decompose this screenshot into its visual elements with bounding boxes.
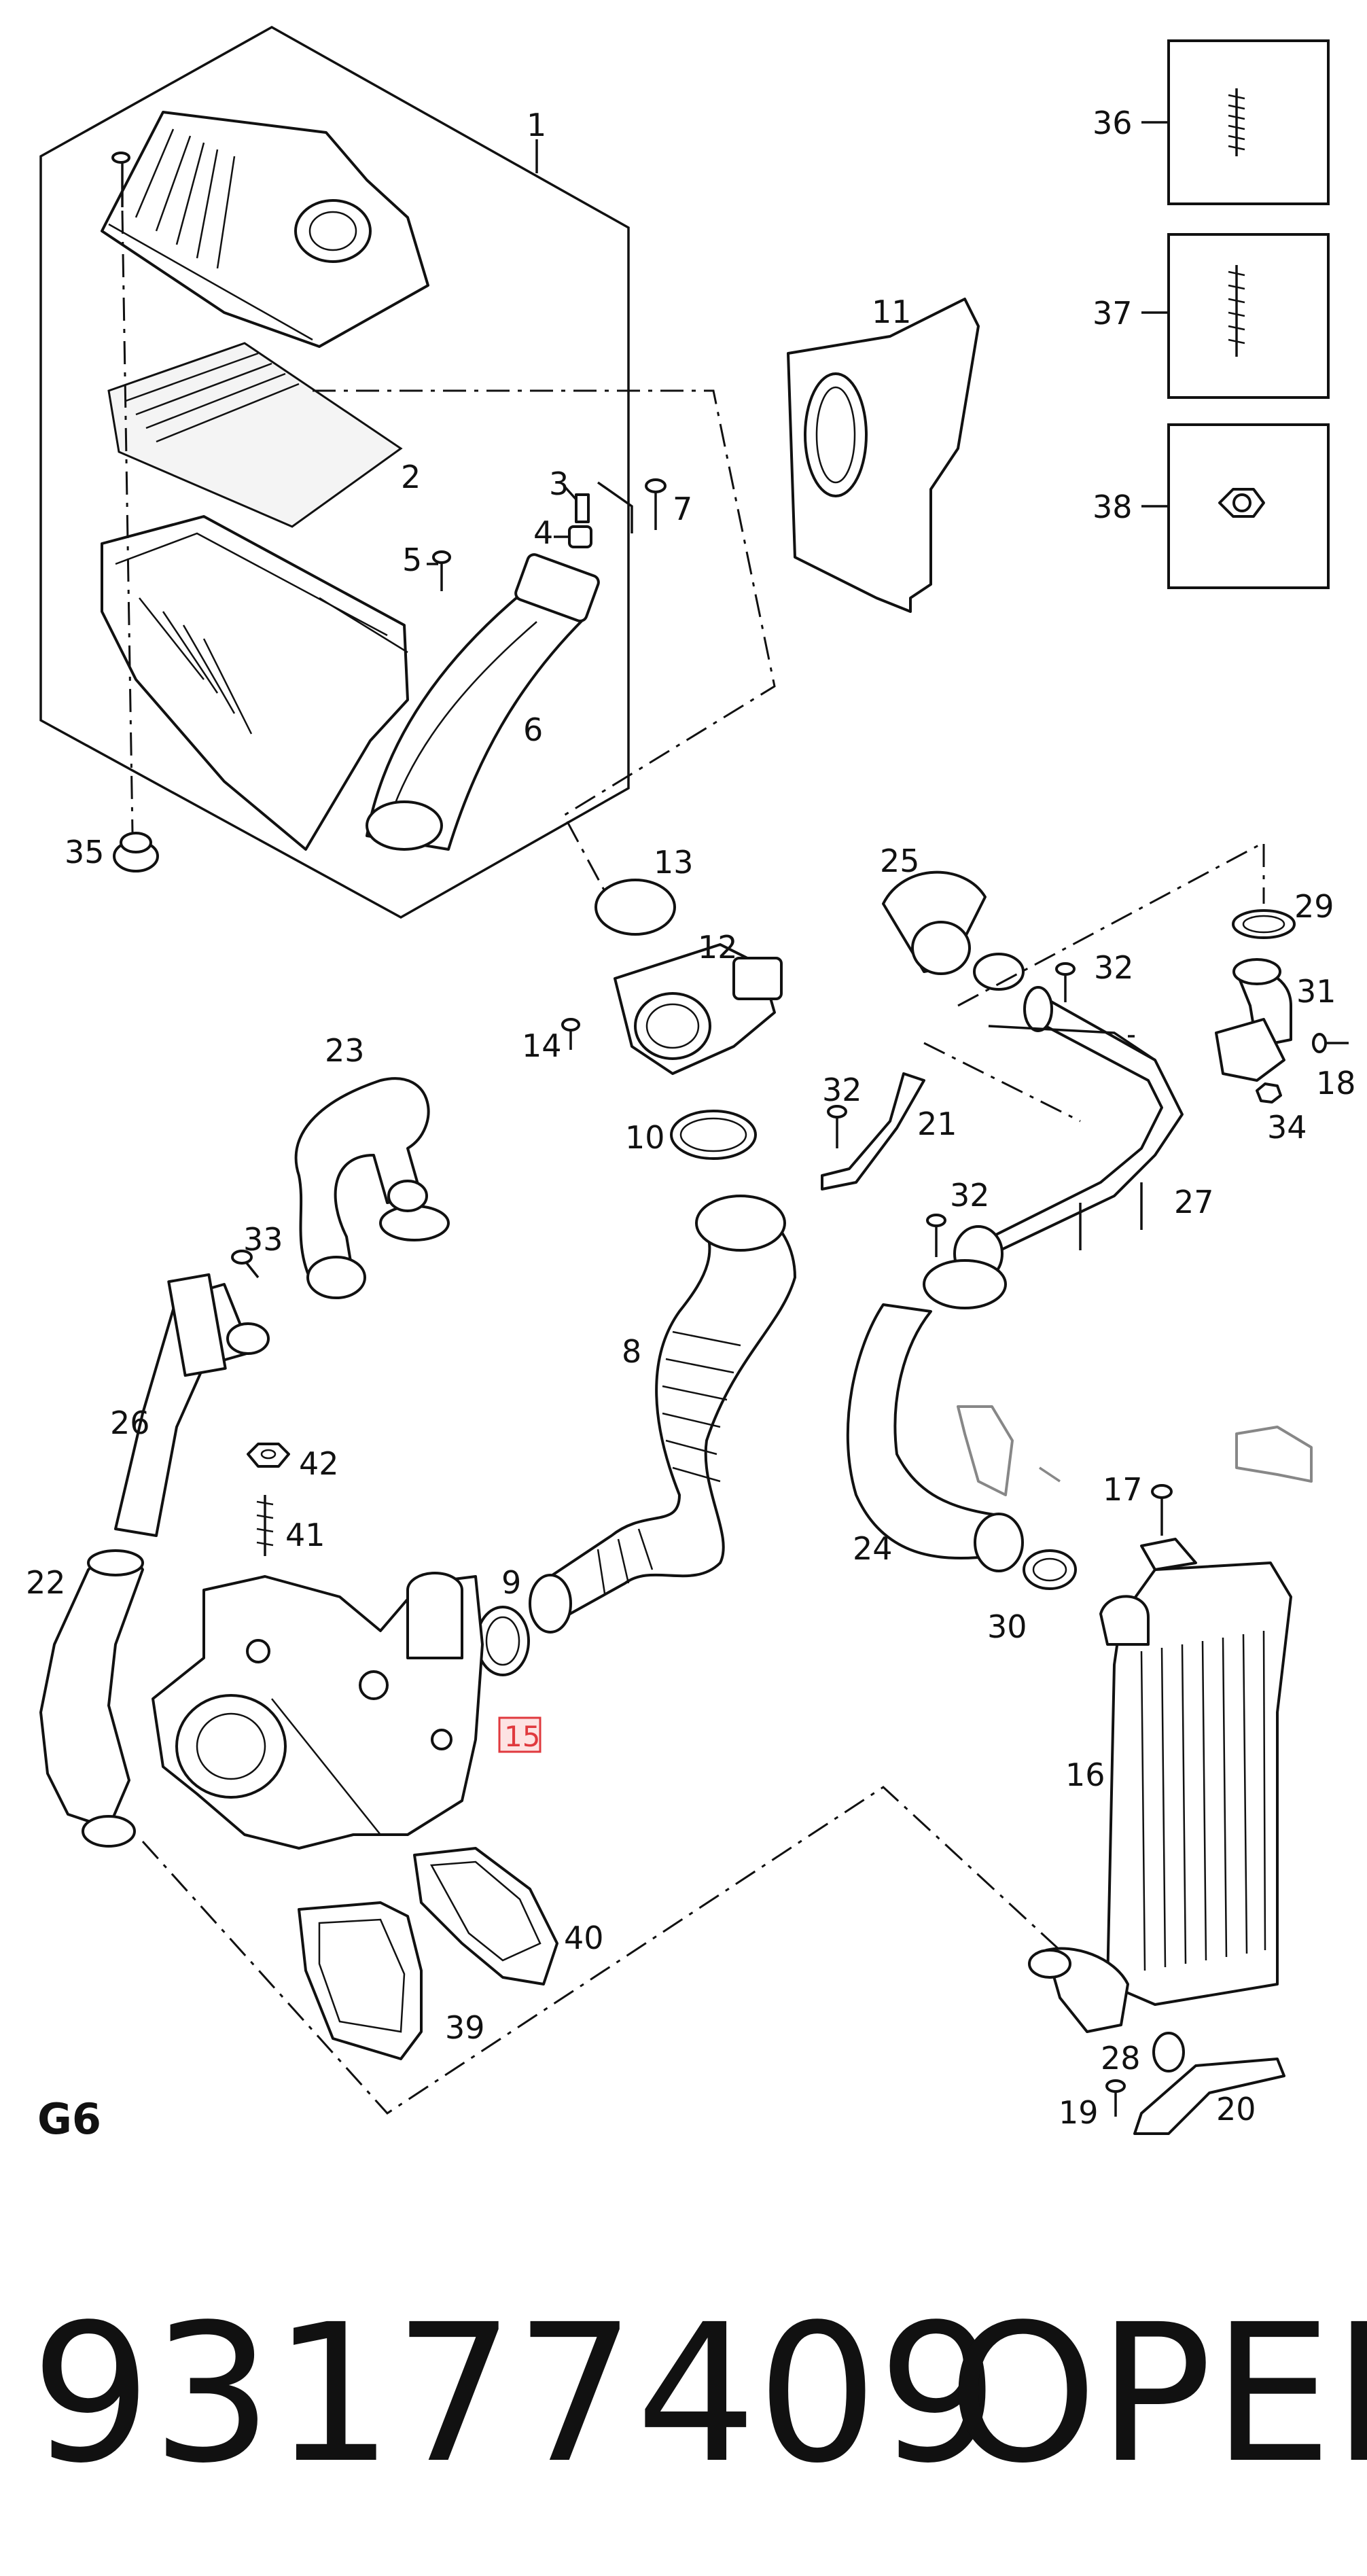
callout-34: 34 xyxy=(1267,1109,1307,1146)
callout-4: 4 xyxy=(533,514,553,551)
air-filter-lower-box xyxy=(101,515,409,851)
callout-37: 37 xyxy=(1093,295,1133,332)
seal-ring-13 xyxy=(594,879,676,936)
callout-27: 27 xyxy=(1174,1184,1214,1220)
hose-24 xyxy=(846,1259,1024,1572)
stud-box-36 xyxy=(1141,39,1330,205)
bracket-21 xyxy=(821,1072,925,1190)
callouts: 1 2 3 4 5 6 7 8 9 10 11 12 13 14 15 16 1… xyxy=(26,105,1356,2131)
callout-1: 1 xyxy=(527,107,546,143)
callout-12: 12 xyxy=(698,929,738,966)
callout-20: 20 xyxy=(1216,2091,1256,2128)
air-filter-assembly-group xyxy=(39,25,667,919)
elbow-31 xyxy=(1215,958,1292,1082)
grommet-28 xyxy=(1152,2032,1185,2072)
callout-25: 25 xyxy=(880,843,920,879)
callout-32-a: 32 xyxy=(1094,949,1134,986)
brackets-center xyxy=(957,1405,1313,1496)
intercooler-16 xyxy=(1028,1484,1292,2033)
callout-17: 17 xyxy=(1103,1471,1143,1508)
intake-hose-8 xyxy=(529,1195,796,1634)
callout-19: 19 xyxy=(1059,2094,1099,2131)
callout-36: 36 xyxy=(1093,105,1133,141)
grommet-35 xyxy=(113,832,159,872)
gasket-40 xyxy=(413,1847,558,1986)
callout-2: 2 xyxy=(401,459,421,495)
nut-42 xyxy=(247,1443,290,1468)
callout-38: 38 xyxy=(1093,489,1133,525)
callout-21: 21 xyxy=(917,1106,957,1142)
callout-39: 39 xyxy=(445,2009,485,2046)
callout-28: 28 xyxy=(1101,2040,1141,2077)
callout-33: 33 xyxy=(243,1221,283,1258)
callout-26: 26 xyxy=(110,1405,150,1441)
callout-10: 10 xyxy=(625,1119,665,1156)
callout-31: 31 xyxy=(1296,973,1336,1010)
callout-40: 40 xyxy=(564,1920,604,1956)
callout-6: 6 xyxy=(523,711,543,748)
callout-15-highlighted: 15 xyxy=(504,1720,540,1753)
callout-41: 41 xyxy=(285,1517,325,1553)
stud-box-37 xyxy=(1141,233,1330,399)
callout-23: 23 xyxy=(325,1032,365,1069)
clip-pin-3 xyxy=(575,493,590,523)
callout-35: 35 xyxy=(65,834,105,870)
callout-29: 29 xyxy=(1294,888,1334,925)
callout-22: 22 xyxy=(26,1564,66,1601)
hose-22 xyxy=(39,1549,144,1848)
bolts-32-34-18 xyxy=(827,962,1349,1257)
nut-box-38 xyxy=(1141,423,1330,589)
air-intake-duct xyxy=(366,553,600,851)
air-filter-upper-housing xyxy=(101,111,429,348)
callout-32-c: 32 xyxy=(950,1177,990,1214)
grommet-4 xyxy=(568,525,592,548)
maf-sensor-group xyxy=(561,879,783,1160)
hose-25 xyxy=(882,870,1025,991)
air-filter-element xyxy=(107,342,403,528)
callout-7: 7 xyxy=(673,491,692,527)
brand-text: OPEL xyxy=(948,2284,1367,2505)
callout-3: 3 xyxy=(549,465,569,502)
heat-shield-11 xyxy=(787,298,980,613)
clamp-30 xyxy=(1023,1549,1077,1590)
hose-clamp-10 xyxy=(670,1110,757,1160)
stud-41 xyxy=(256,1495,274,1556)
callout-30: 30 xyxy=(987,1608,1027,1645)
callout-16: 16 xyxy=(1065,1757,1105,1793)
bolt-19 xyxy=(1105,2079,1126,2117)
callout-24: 24 xyxy=(853,1530,893,1567)
hose-clamp-9 xyxy=(476,1606,530,1676)
callout-8: 8 xyxy=(622,1333,641,1370)
clamp-29 xyxy=(1232,909,1296,939)
highlight-box-15 xyxy=(498,1716,542,1753)
callout-42: 42 xyxy=(299,1445,339,1482)
bolt-33 xyxy=(231,1250,260,1279)
callout-18: 18 xyxy=(1316,1065,1356,1101)
hose-23 xyxy=(294,1077,450,1299)
group-code-label: G6 xyxy=(37,2094,101,2144)
part-number-text: 93177409 xyxy=(31,2284,999,2505)
callout-13: 13 xyxy=(654,844,694,881)
callout-5: 5 xyxy=(402,542,422,578)
turbocharger-15 xyxy=(152,1572,484,1850)
callout-9: 9 xyxy=(501,1564,521,1601)
callout-32-b: 32 xyxy=(822,1072,862,1108)
bracket-20 xyxy=(1133,2058,1285,2135)
callout-11: 11 xyxy=(872,294,912,330)
pipe-26 xyxy=(114,1273,270,1537)
callout-14: 14 xyxy=(522,1027,562,1064)
